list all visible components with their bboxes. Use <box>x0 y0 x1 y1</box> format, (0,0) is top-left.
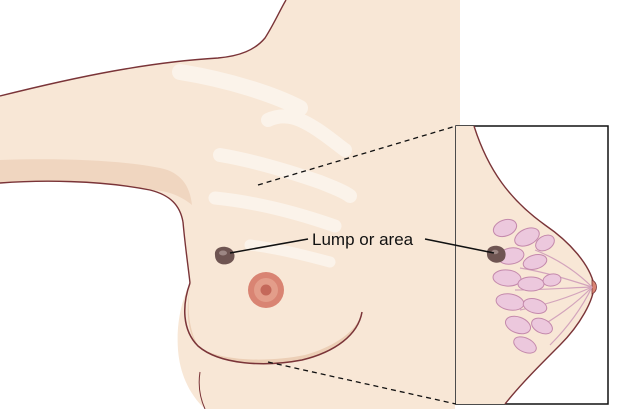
nipple <box>261 285 272 296</box>
callout-label: Lump or area <box>312 230 414 249</box>
cross-section-inset <box>456 126 608 404</box>
body-illustration <box>0 0 460 409</box>
